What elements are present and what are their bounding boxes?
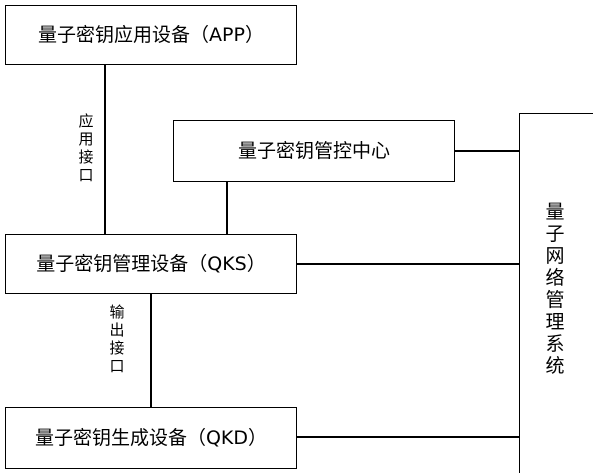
app-interface-char: 用 [78, 130, 94, 148]
network-system-char: 网 [545, 245, 565, 267]
app-interface-label: 应 用 接 口 [76, 112, 96, 184]
network-management-system-label: 量 子 网 络 管 理 系 统 [543, 201, 567, 377]
qks-to-qkd-line [150, 293, 152, 408]
app-box-label: 量子密钥应用设备（APP） [38, 23, 264, 46]
network-system-char: 管 [545, 289, 565, 311]
network-system-char: 统 [545, 355, 565, 377]
output-interface-char: 出 [109, 321, 125, 339]
output-interface-char: 口 [109, 357, 125, 375]
control-center-box-label: 量子密钥管控中心 [237, 139, 390, 162]
network-system-char: 络 [545, 267, 565, 289]
qks-box-label: 量子密钥管理设备（QKS） [36, 252, 266, 275]
network-system-char: 理 [545, 311, 565, 333]
qks-to-network-line [297, 263, 519, 265]
output-interface-label: 输 出 接 口 [107, 303, 127, 375]
control-center-box: 量子密钥管控中心 [173, 120, 455, 182]
output-interface-char: 输 [109, 303, 125, 321]
center-to-network-line [454, 150, 519, 152]
app-box: 量子密钥应用设备（APP） [5, 5, 297, 65]
app-interface-char: 接 [78, 148, 94, 166]
center-to-qks-line [226, 181, 228, 235]
app-interface-char: 应 [78, 112, 94, 130]
qks-box: 量子密钥管理设备（QKS） [5, 234, 297, 294]
qkd-box: 量子密钥生成设备（QKD） [5, 407, 297, 469]
qkd-to-network-line [297, 436, 519, 438]
app-to-qks-line [104, 65, 106, 235]
app-interface-char: 口 [78, 166, 94, 184]
network-system-char: 系 [545, 333, 565, 355]
network-management-system-box [519, 113, 593, 473]
output-interface-char: 接 [109, 339, 125, 357]
qkd-box-label: 量子密钥生成设备（QKD） [34, 426, 268, 449]
network-system-char: 量 [545, 201, 565, 223]
network-system-char: 子 [545, 223, 565, 245]
